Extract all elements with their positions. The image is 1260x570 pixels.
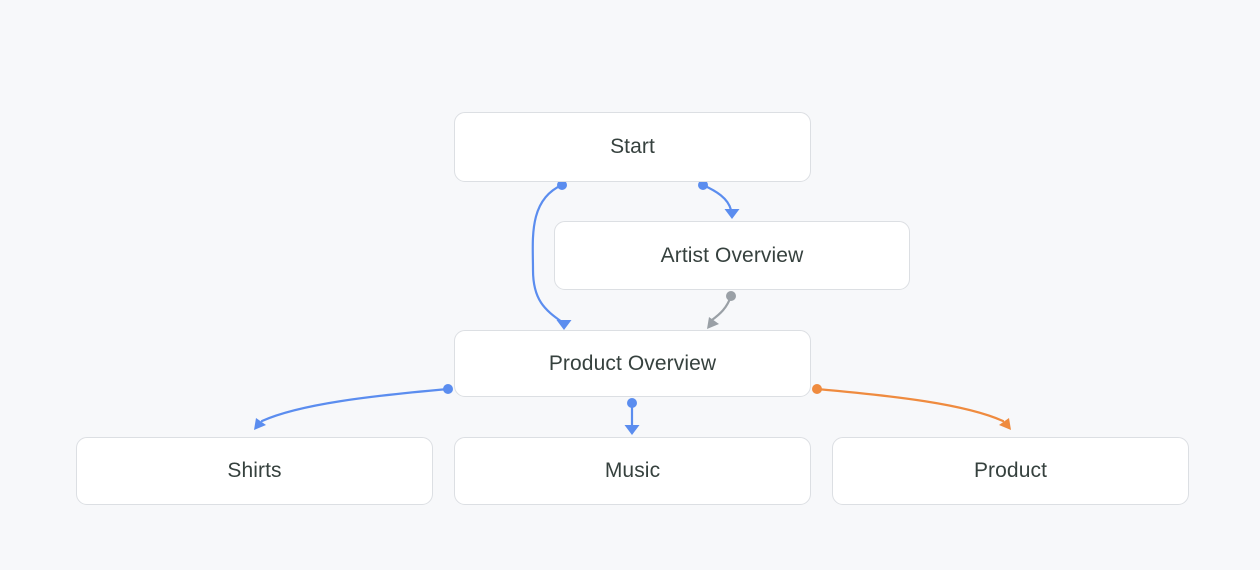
edge-source-handle-product-overview-to-shirts[interactable] [443, 384, 453, 394]
node-product[interactable]: Product [832, 437, 1189, 505]
edge-line-product-overview-to-product [815, 387, 1005, 423]
edge-arrowhead-product-overview-to-shirts [254, 418, 266, 430]
edge-source-handle-product-overview-to-music[interactable] [627, 398, 637, 408]
node-music[interactable]: Music [454, 437, 811, 505]
edge-artist-overview-to-product-overview[interactable] [707, 291, 736, 329]
edge-arrowhead-start-to-product-overview [556, 320, 572, 330]
edge-product-overview-to-shirts[interactable] [254, 384, 453, 430]
edge-line-artist-overview-to-product-overview [710, 294, 733, 322]
edge-arrowhead-artist-overview-to-product-overview [707, 317, 719, 329]
edge-start-to-artist-overview[interactable] [698, 180, 740, 219]
node-product-overview[interactable]: Product Overview [454, 330, 811, 397]
edge-arrowhead-product-overview-to-music [624, 425, 640, 435]
node-shirts[interactable]: Shirts [76, 437, 433, 505]
edge-source-handle-product-overview-to-product[interactable] [812, 384, 822, 394]
edge-product-overview-to-product[interactable] [812, 384, 1011, 430]
node-artist-overview[interactable]: Artist Overview [554, 221, 910, 290]
edge-line-product-overview-to-shirts [260, 387, 450, 423]
node-shirts-label: Shirts [227, 459, 282, 482]
node-product-label: Product [973, 459, 1048, 482]
node-start[interactable]: Start [454, 112, 811, 182]
node-start-label: Start [610, 135, 655, 158]
edge-arrowhead-product-overview-to-product [999, 418, 1011, 430]
node-music-label: Music [604, 459, 661, 482]
node-product-overview-label: Product Overview [548, 351, 717, 375]
edge-line-start-to-artist-overview [701, 183, 733, 212]
edge-product-overview-to-music[interactable] [624, 398, 640, 435]
edge-source-handle-artist-overview-to-product-overview[interactable] [726, 291, 736, 301]
edge-arrowhead-start-to-artist-overview [724, 209, 740, 219]
node-artist-overview-label: Artist Overview [660, 243, 804, 267]
